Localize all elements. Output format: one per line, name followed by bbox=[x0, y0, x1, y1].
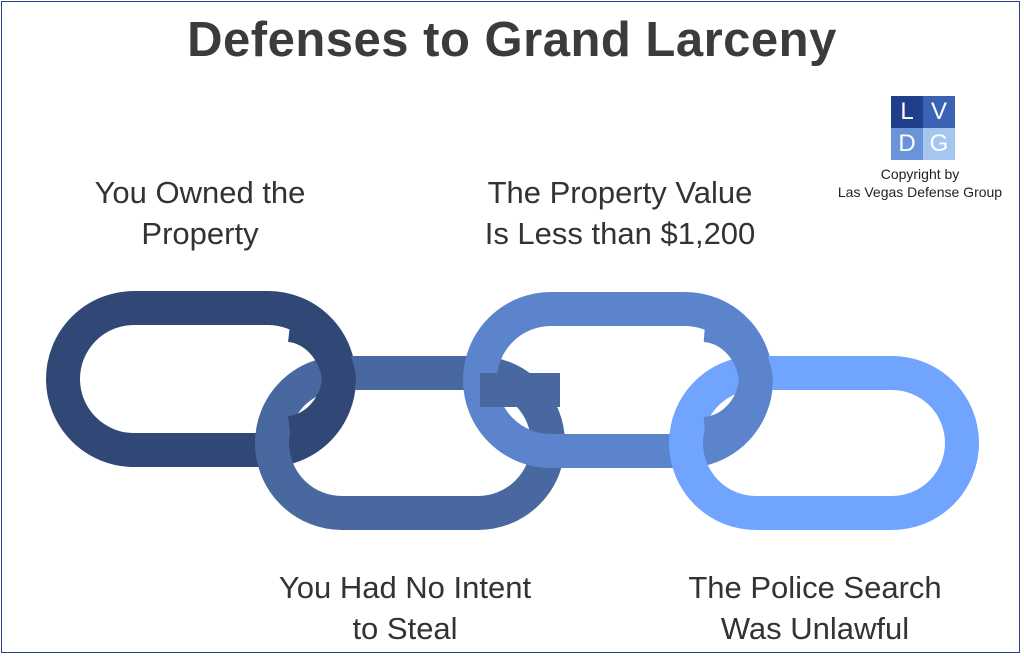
diagram-title: Defenses to Grand Larceny bbox=[187, 13, 837, 67]
logo-letter-v: V bbox=[923, 96, 955, 128]
lvdg-logo-icon: L V D G bbox=[891, 96, 955, 160]
copyright-caption: Copyright by Las Vegas Defense Group bbox=[837, 166, 1003, 200]
chain-link-overlap bbox=[287, 308, 357, 450]
link-label-property-value: The Property Value Is Less than $1,200 bbox=[484, 175, 756, 251]
chain-link-overlap bbox=[702, 308, 774, 451]
logo-letter-l: L bbox=[891, 96, 923, 128]
link-label-owned-property: You Owned the Property bbox=[94, 175, 306, 251]
logo-letter-d: D bbox=[891, 128, 923, 160]
chain-link-icon bbox=[669, 356, 979, 530]
logo-letter-g: G bbox=[923, 128, 955, 160]
link-label-no-intent: You Had No Intent to Steal bbox=[278, 570, 532, 646]
link-label-police-search: The Police Search Was Unlawful bbox=[688, 570, 942, 646]
